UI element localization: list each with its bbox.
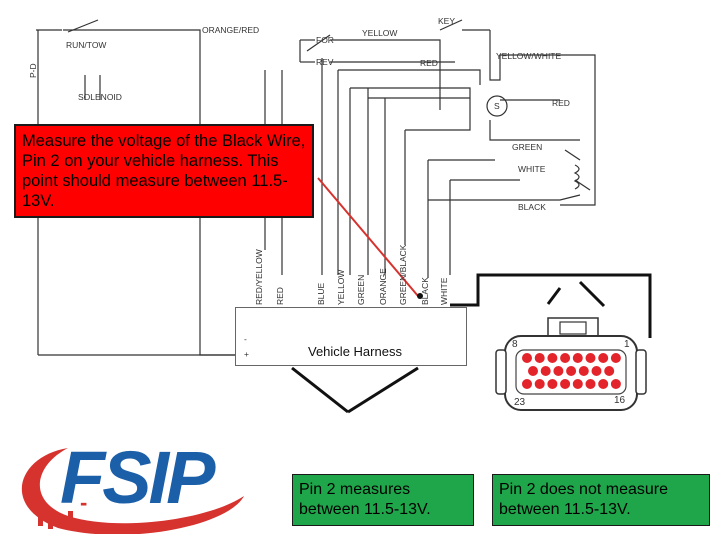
- connector-hole: [609, 378, 622, 390]
- connector-hole: [559, 378, 572, 390]
- connector-latch-inner: [559, 321, 587, 335]
- harness-wire-label: ORANGE: [378, 268, 388, 305]
- connector-lead: [291, 273, 652, 414]
- connector-holes: [521, 352, 622, 390]
- label-key: KEY: [438, 16, 455, 26]
- connector-hole: [584, 378, 597, 390]
- connector-hole: [533, 378, 546, 390]
- connector-hole: [577, 365, 590, 377]
- label-yellow-white: YELLOW/WHITE: [496, 51, 562, 61]
- pin2-pointer: [317, 177, 419, 297]
- harness-plus-minus: - +: [244, 334, 249, 359]
- logo-text: FSIP: [60, 436, 215, 519]
- connector-hole: [609, 352, 622, 364]
- logo-swoosh: + -: [21, 448, 244, 534]
- harness-wire-label: RED/YELLOW: [254, 249, 264, 305]
- wire-label-group: ORANGE/RED YELLOW KEY RUN/TOW FOR REV RE…: [28, 16, 570, 212]
- connector-pin-1: 1: [624, 339, 630, 350]
- logo-minus: -: [80, 490, 87, 515]
- connector-hole: [527, 365, 539, 377]
- choice-measures-label: Pin 2 measures between 11.5-13V.: [299, 481, 431, 518]
- label-orange-red: ORANGE/RED: [202, 25, 259, 35]
- pin2-marker: [417, 293, 423, 299]
- fsip-logo: + - FSIP: [8, 436, 278, 534]
- connector-hole: [546, 378, 559, 390]
- connector-hole: [533, 352, 546, 364]
- harness-wire-label: GREEN/BLACK: [398, 244, 408, 305]
- connector-hole: [597, 352, 610, 364]
- connector-ear-right: [635, 349, 647, 395]
- connector-hole: [590, 365, 603, 377]
- choice-not-measures-button[interactable]: Pin 2 does not measure between 11.5-13V.: [492, 474, 710, 526]
- connector-hole: [565, 365, 578, 377]
- vehicle-harness-box: - + Vehicle Harness: [235, 307, 467, 366]
- connector-hole: [521, 378, 533, 390]
- label-red-right: RED: [552, 98, 570, 108]
- connector-hole: [584, 352, 597, 364]
- connector-hole: [552, 365, 565, 377]
- connector-hole: [546, 352, 559, 364]
- harness-label: Vehicle Harness: [308, 344, 402, 359]
- label-green: GREEN: [512, 142, 542, 152]
- harness-wire-label: BLACK: [420, 277, 430, 305]
- harness-wire-label: WHITE: [439, 277, 449, 305]
- label-rev: REV: [316, 57, 334, 67]
- connector-hole: [539, 365, 552, 377]
- connector-hole: [521, 352, 533, 364]
- connector-pin-16: 16: [614, 395, 626, 406]
- choice-measures-button[interactable]: Pin 2 measures between 11.5-13V.: [292, 474, 474, 526]
- label-yellow-top: YELLOW: [362, 28, 397, 38]
- connector-hole: [571, 378, 584, 390]
- connector: 8 1 23 16: [495, 317, 647, 411]
- connector-ear-left: [495, 349, 507, 395]
- connector-hole: [597, 378, 610, 390]
- label-white: WHITE: [518, 164, 546, 174]
- label-for: FOR: [316, 35, 334, 45]
- harness-wire-label: YELLOW: [336, 270, 346, 305]
- label-pd: P-D: [28, 63, 38, 78]
- connector-hole: [559, 352, 572, 364]
- choice-not-measures-label: Pin 2 does not measure between 11.5-13V.: [499, 481, 668, 518]
- connector-hole: [571, 352, 584, 364]
- harness-minus-sign: -: [244, 334, 247, 344]
- label-s: S: [494, 101, 500, 111]
- label-run-tow: RUN/TOW: [66, 40, 106, 50]
- harness-wire-labels: RED/YELLOW RED BLUE YELLOW GREEN ORANGE GREEN/…: [254, 244, 449, 305]
- harness-wire-label: GREEN: [356, 275, 366, 305]
- instruction-box: Measure the voltage of the Black Wire, P…: [14, 124, 314, 218]
- instruction-text: Measure the voltage of the Black Wire, P…: [22, 132, 306, 210]
- connector-pin-23: 23: [514, 397, 526, 408]
- harness-plus-sign: +: [244, 349, 249, 359]
- harness-wire-label: RED: [275, 287, 285, 305]
- harness-wire-label: BLUE: [316, 282, 326, 305]
- label-red-top: RED: [420, 58, 438, 68]
- label-solenoid: SOLENOID: [78, 92, 122, 102]
- label-black: BLACK: [518, 202, 546, 212]
- connector-pin-8: 8: [512, 339, 518, 350]
- logo-plus: +: [34, 498, 47, 523]
- connector-hole: [603, 365, 616, 377]
